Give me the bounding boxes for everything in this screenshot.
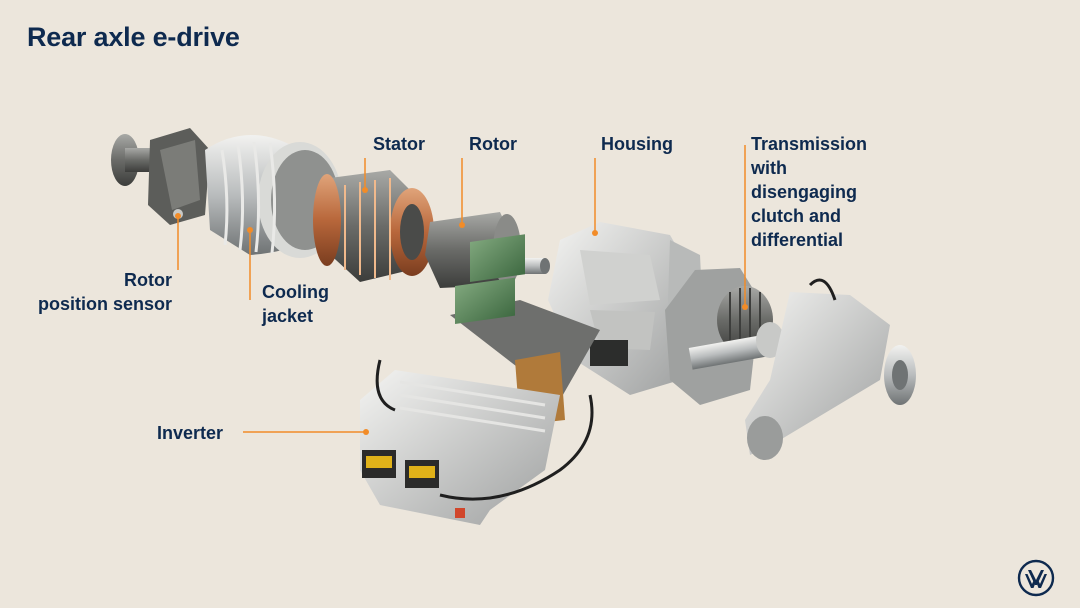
callout-lines: [177, 145, 746, 433]
label-rotor-position-sensor: Rotor position sensor: [18, 268, 172, 316]
label-transmission-line-5: differential: [751, 230, 844, 250]
transmission-part: [665, 268, 916, 460]
rotor-position-sensor-part: [111, 128, 210, 225]
label-housing: Housing: [601, 134, 673, 154]
label-rotor: Rotor: [469, 134, 517, 154]
label-rotor-position-sensor-line-1: Rotor: [124, 270, 172, 290]
label-transmission-line-4: clutch and: [751, 206, 842, 226]
label-inverter: Inverter: [157, 423, 224, 443]
label-transmission-line-3: disengaging: [751, 182, 858, 202]
label-cooling-jacket-line-1: Cooling: [262, 282, 329, 302]
stator-part: [313, 170, 434, 282]
inverter-part: [360, 234, 600, 525]
label-transmission: Transmission with disengaging clutch and…: [751, 132, 867, 252]
vw-logo-icon: [1017, 559, 1055, 597]
label-cooling-jacket-line-2: jacket: [262, 306, 314, 326]
label-transmission-line-1: Transmission: [751, 134, 868, 154]
label-rotor-position-sensor-line-2: position sensor: [37, 294, 172, 314]
label-cooling-jacket: Cooling jacket: [262, 280, 329, 328]
callout-dots: [175, 187, 748, 435]
page-title: Rear axle e-drive: [27, 22, 240, 52]
label-transmission-line-2: with: [751, 158, 787, 178]
label-stator: Stator: [373, 134, 426, 154]
